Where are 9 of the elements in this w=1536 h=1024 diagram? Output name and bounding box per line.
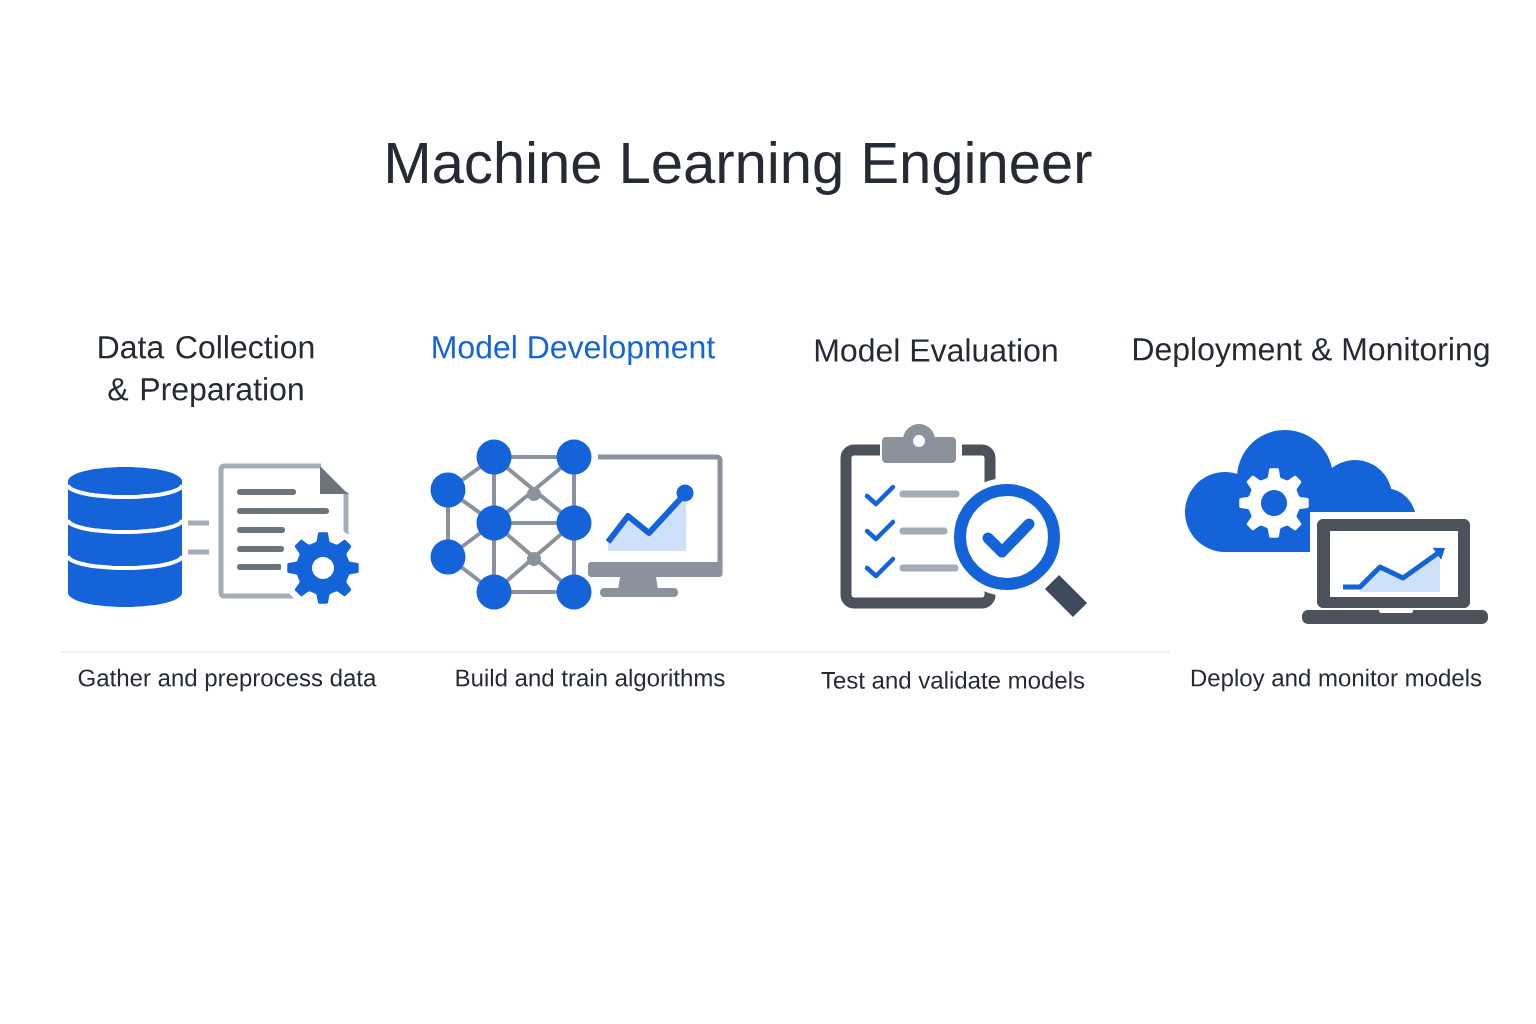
step-heading: Data Collection & Preparation (99, 335, 314, 407)
step-description: Deploy and monitor models (1191, 668, 1482, 692)
step-description: Test and validate models (821, 671, 1085, 689)
step-description: Build and train algorithms (456, 668, 725, 692)
step-description: Gather and preprocess data (78, 668, 377, 692)
step-heading: Deployment & Monitoring (1134, 337, 1489, 367)
title: Machine Learning Engineer (388, 140, 1092, 196)
step-heading: Model Development (433, 335, 715, 365)
step-heading: Model Evaluation (815, 338, 1057, 362)
